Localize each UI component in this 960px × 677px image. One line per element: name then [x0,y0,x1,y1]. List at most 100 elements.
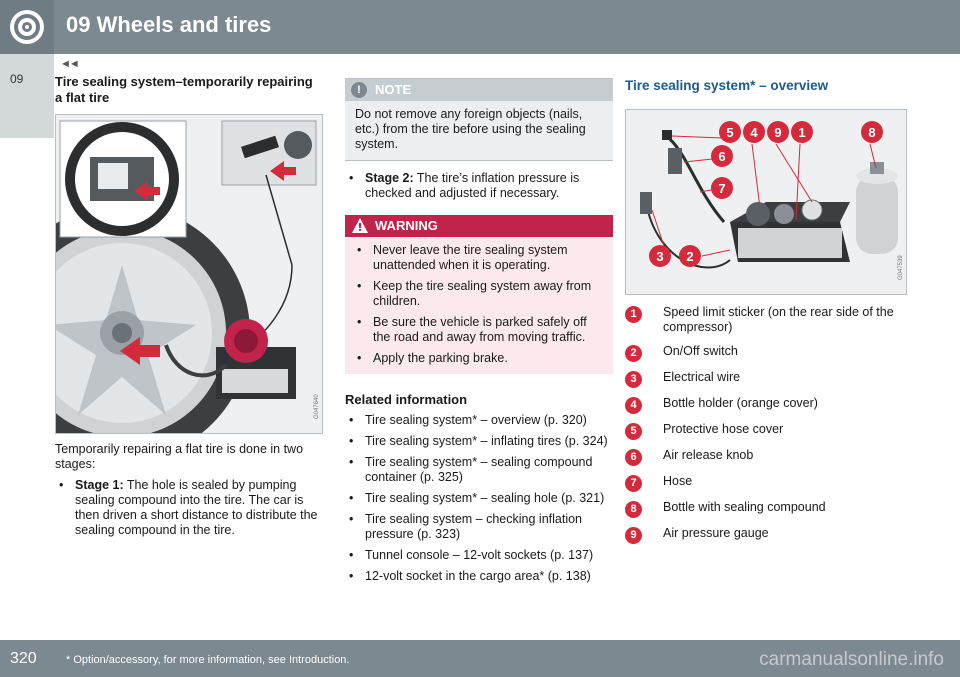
previous-page-arrows[interactable]: ◄◄ [60,58,80,70]
note-label: NOTE [375,82,412,97]
list-item: Apply the parking brake. [353,351,605,366]
stage2-text: The tire’s inflation pressure is checked… [365,171,580,200]
info-icon: ! [351,82,367,98]
warning-label: WARNING [375,218,438,233]
wheel-icon [10,10,44,44]
callout-item: 8 Bottle with sealing compound [625,500,915,518]
callout-number: 2 [625,345,642,362]
chapter-side-strip [0,54,54,138]
callout-text: Bottle with sealing compound [663,500,826,514]
column-repair-intro: Tire sealing system–temporarily repairin… [0,74,323,538]
svg-text:7: 7 [718,181,725,196]
page-footer: 320 * Option/accessory, for more informa… [0,640,960,677]
figure-badge-4: 4 [743,121,765,143]
related-link[interactable]: Tire sealing system – checking inflation… [345,512,613,542]
related-information: Related information Tire sealing system*… [345,392,613,584]
section-title-overview: Tire sealing system* – overview [625,78,829,93]
callout-text: Electrical wire [663,370,741,384]
figure-code: G047539 [898,255,904,280]
stage1-list: Stage 1: The hole is sealed by pumping s… [55,478,323,538]
stage1-label: Stage 1: [75,478,124,492]
warning-header: WARNING [345,215,613,237]
note-text: Do not remove any foreign objects (nails… [355,107,586,151]
related-link[interactable]: Tire sealing system* – sealing hole (p. … [345,491,613,506]
svg-text:2: 2 [686,249,693,264]
figure-code: G047640 [314,394,320,419]
watermark: carmanualsonline.info [759,649,944,670]
note-box: ! NOTE Do not remove any foreign objects… [345,78,613,161]
callout-number: 6 [625,449,642,466]
callout-list: 1 Speed limit sticker (on the rear side o… [625,305,915,544]
figure-badge-7: 7 [711,177,733,199]
related-title: Related information [345,392,468,407]
callout-text: Protective hose cover [663,422,784,436]
callout-number: 5 [625,423,642,440]
callout-item: 6 Air release knob [625,448,915,466]
svg-text:1: 1 [798,125,805,140]
related-link[interactable]: Tunnel console – 12-volt sockets (p. 137… [345,548,613,563]
chapter-title: 09 Wheels and tires [66,12,272,37]
list-item: Stage 2: The tire’s inflation pressure i… [345,171,613,201]
callout-text: Speed limit sticker (on the rear side of… [663,305,894,334]
svg-text:4: 4 [750,125,758,140]
svg-text:5: 5 [726,125,733,140]
related-link[interactable]: 12-volt socket in the cargo area* (p. 13… [345,569,613,584]
list-item: Keep the tire sealing system away from c… [353,279,605,309]
column-overview: Tire sealing system* – overview [625,78,915,552]
related-link[interactable]: Tire sealing system* – inflating tires (… [345,434,613,449]
callout-text: Air pressure gauge [663,526,769,540]
illustration-tire-repair: G047640 [0,114,323,461]
callout-number: 3 [625,371,642,388]
page-header: 09 Wheels and tires [0,0,960,54]
footer-note: * Option/accessory, for more information… [66,654,350,666]
list-item: Never leave the tire sealing system unat… [353,243,605,273]
callout-number: 8 [625,501,642,518]
list-item: Stage 1: The hole is sealed by pumping s… [55,478,323,538]
related-list: Tire sealing system* – overview (p. 320)… [345,413,613,584]
figure-badge-9: 9 [767,121,789,143]
callout-number: 4 [625,397,642,414]
figure-badge-5: 5 [719,121,741,143]
illustration-sealing-kit: 5 4 9 1 8 6 7 3 2 G047539 [625,109,907,295]
callout-item: 1 Speed limit sticker (on the rear side o… [625,305,915,335]
svg-text:8: 8 [868,125,875,140]
chapter-number: 09 [10,72,24,86]
note-header: ! NOTE [345,79,613,101]
tire-repair-drawing [0,115,322,461]
intro-paragraph: Temporarily repairing a flat tire is don… [55,442,304,471]
page-number: 320 [10,650,37,667]
svg-text:9: 9 [774,125,781,140]
figure-badge-3: 3 [649,245,671,267]
figure-badge-8: 8 [861,121,883,143]
warning-list: Never leave the tire sealing system unat… [345,243,613,366]
column-note-warning: ! NOTE Do not remove any foreign objects… [345,78,613,584]
sealing-kit-drawing: 5 4 9 1 8 6 7 3 2 [626,110,906,294]
stage1-text: The hole is sealed by pumping sealing co… [75,478,318,537]
warning-triangle-icon [352,218,368,233]
related-link[interactable]: Tire sealing system* – overview (p. 320) [345,413,613,428]
stage2-list: Stage 2: The tire’s inflation pressure i… [345,171,613,201]
figure-badge-6: 6 [711,145,733,167]
callout-item: 3 Electrical wire [625,370,915,388]
callout-text: Air release knob [663,448,754,462]
callout-number: 1 [625,306,642,323]
related-link[interactable]: Tire sealing system* – sealing compound … [345,455,613,485]
stage2-label: Stage 2: [365,171,414,185]
callout-item: 2 On/Off switch [625,344,915,362]
list-item: Be sure the vehicle is parked safely off… [353,315,605,345]
callout-number: 9 [625,527,642,544]
callout-number: 7 [625,475,642,492]
svg-text:6: 6 [718,149,725,164]
section-title-temporary-repair: Tire sealing system–temporarily repairin… [55,74,313,105]
svg-text:3: 3 [656,249,663,264]
callout-text: Hose [663,474,693,488]
callout-text: On/Off switch [663,344,738,358]
figure-badge-2: 2 [679,245,701,267]
callout-item: 5 Protective hose cover [625,422,915,440]
warning-box: WARNING Never leave the tire sealing sys… [345,215,613,374]
figure-badge-1: 1 [791,121,813,143]
callout-item: 7 Hose [625,474,915,492]
header-icon-tab [0,0,54,54]
callout-item: 9 Air pressure gauge [625,526,915,544]
